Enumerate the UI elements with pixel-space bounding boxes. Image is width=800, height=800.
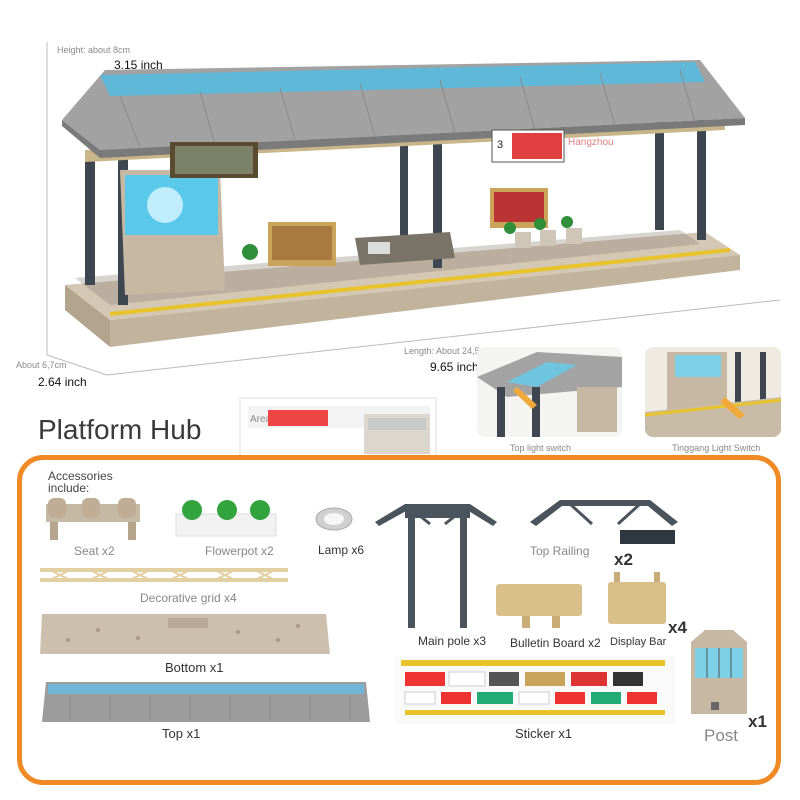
height-dimension-label: Height: about 8cm <box>57 45 131 55</box>
top-railing-part <box>530 500 678 544</box>
bottom-part <box>40 614 330 654</box>
width-dimension-label: About 6,7cm <box>16 360 67 370</box>
sticker-label: Sticker x1 <box>515 726 573 741</box>
top-part <box>42 682 370 722</box>
bulletin-board-label: Bulletin Board x2 <box>510 636 601 650</box>
page-title: Platform Hub <box>38 414 202 445</box>
bottom-label: Bottom x1 <box>165 660 224 675</box>
booth-light-detail <box>645 347 781 437</box>
post-part <box>691 630 747 714</box>
sticker-part <box>395 656 675 724</box>
booth-light-caption: Tinggang Light Switch <box>672 443 761 453</box>
width-inch-label: 2.64 inch <box>38 375 87 389</box>
box-area-text: Area <box>250 414 272 425</box>
decorative-grid-part <box>40 568 288 582</box>
lamp-part <box>315 507 353 531</box>
display-bar-part <box>608 572 666 624</box>
post-label: Post <box>704 726 739 745</box>
seat-label: Seat x2 <box>74 544 115 558</box>
bulletin-board-part <box>496 584 582 628</box>
display-bar-label: Display Bar <box>610 636 667 648</box>
flowerpot-label: Flowerpot x2 <box>205 544 274 558</box>
lamp-label: Lamp x6 <box>318 543 365 557</box>
top-railing-label: Top Railing <box>530 544 590 558</box>
decorative-grid-label: Decorative grid x4 <box>140 591 237 605</box>
post-qty: x1 <box>748 712 767 731</box>
booth-light-inset <box>645 347 781 437</box>
accessories-header: Accessories include: <box>48 469 113 495</box>
flowerpot-part <box>175 500 277 537</box>
station-name: Hangzhou <box>568 137 614 148</box>
main-pole-part <box>375 504 497 628</box>
top-railing-qty: x2 <box>614 550 633 569</box>
display-bar-qty: x4 <box>668 618 687 637</box>
height-inch-label: 3.15 inch <box>114 58 163 72</box>
top-label: Top x1 <box>162 726 201 741</box>
main-pole-label: Main pole x3 <box>418 634 487 648</box>
top-light-detail <box>477 352 622 437</box>
top-light-inset <box>477 347 622 437</box>
station-number: 3 <box>497 139 503 151</box>
platform-model-photo: 3 Hangzhou Area <box>46 42 781 469</box>
length-inch-label: 9.65 inch <box>430 360 479 374</box>
length-dimension-label: Length: About 24,5cm <box>404 346 492 356</box>
top-light-caption: Top light switch <box>510 443 572 453</box>
seat-part <box>46 498 140 540</box>
